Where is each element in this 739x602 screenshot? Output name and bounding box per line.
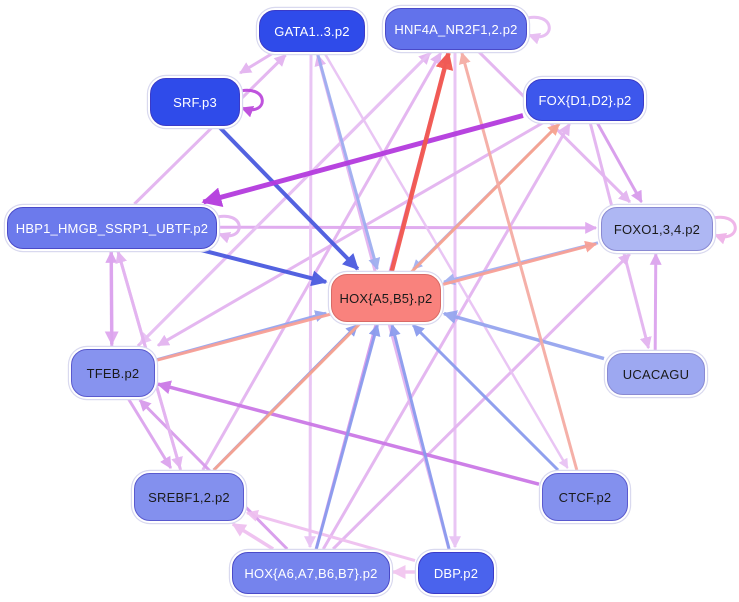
edge-hnf4a-hnf4a [522,15,551,45]
node-hoxa5[interactable]: HOX{A5,B5}.p2 [331,274,441,322]
edge-foxd-tfeb [156,120,545,347]
edge-hbp1-gata [133,53,287,206]
node-label: DBP.p2 [433,565,479,581]
edge-hoxa5-hnf4a [389,51,454,272]
edge-gata-hoxa6 [304,52,317,549]
edge-hoxa6-foxo [332,252,631,551]
node-hnf4a[interactable]: HNF4A_NR2F1,2.p2 [385,8,527,50]
node-srf[interactable]: SRF.p3 [150,78,240,126]
node-label: CTCF.p2 [558,489,612,505]
node-label: HOX{A6,A7,B6,B7}.p2 [244,565,378,581]
node-ctcf[interactable]: CTCF.p2 [542,473,628,521]
node-label: SRF.p3 [173,94,217,110]
node-hoxa6[interactable]: HOX{A6,A7,B6,B7}.p2 [232,552,390,594]
edge-hbp1-foxo [217,221,598,234]
edge-gata-srf [239,51,274,75]
edge-ctcf-hoxa5 [411,323,560,472]
edge-srf-hoxa5 [217,125,360,271]
node-srebf[interactable]: SREBF1,2.p2 [134,473,244,521]
node-dbp[interactable]: DBP.p2 [418,552,494,594]
node-label: HBP1_HMGB_SSRP1_UBTF.p2 [15,220,209,236]
node-foxd[interactable]: FOX{D1,D2}.p2 [526,79,644,121]
edge-srebf-hnf4a [201,51,443,471]
node-tfeb[interactable]: TFEB.p2 [71,349,155,397]
node-label: TFEB.p2 [86,365,140,381]
edge-tfeb-srebf [126,397,173,470]
node-label: FOX{D1,D2}.p2 [538,92,632,108]
node-gata[interactable]: GATA1..3.p2 [259,10,365,52]
edge-tfeb-hbp1 [105,250,118,347]
edge-hbp1-hoxa5 [200,248,328,287]
node-hbp1[interactable]: HBP1_HMGB_SSRP1_UBTF.p2 [7,207,217,249]
edge-foxd-foxo [595,121,643,204]
edge-ucacagu-hoxa5 [442,310,605,361]
node-label: HOX{A5,B5}.p2 [339,290,433,306]
edge-hoxa6-hoxa5 [314,323,381,550]
edge-hoxa6-srebf [231,522,275,551]
edge-foxo-foxo [708,215,737,245]
node-label: FOXO1,3,4.p2 [613,221,701,237]
node-foxo[interactable]: FOXO1,3,4.p2 [601,207,713,251]
edge-dbp-srebf [245,509,416,563]
edge-hoxa6-foxd [322,122,571,550]
edge-srf-srf [235,88,264,118]
node-label: HNF4A_NR2F1,2.p2 [394,21,518,37]
node-label: UCACAGU [622,366,690,382]
edge-ctcf-hnf4a [458,51,579,471]
node-ucacagu[interactable]: UCACAGU [607,353,705,395]
edge-gata-ctcf [323,52,569,469]
edge-ucacagu-foxo [649,252,662,351]
edge-hbp1-hbp1 [212,214,241,244]
edge-foxd-hbp1 [201,113,524,207]
edge-dbp-hoxa5 [388,323,451,550]
edge-hnf4a-foxo [477,49,631,204]
node-label: SREBF1,2.p2 [148,489,230,505]
node-label: GATA1..3.p2 [274,23,350,39]
